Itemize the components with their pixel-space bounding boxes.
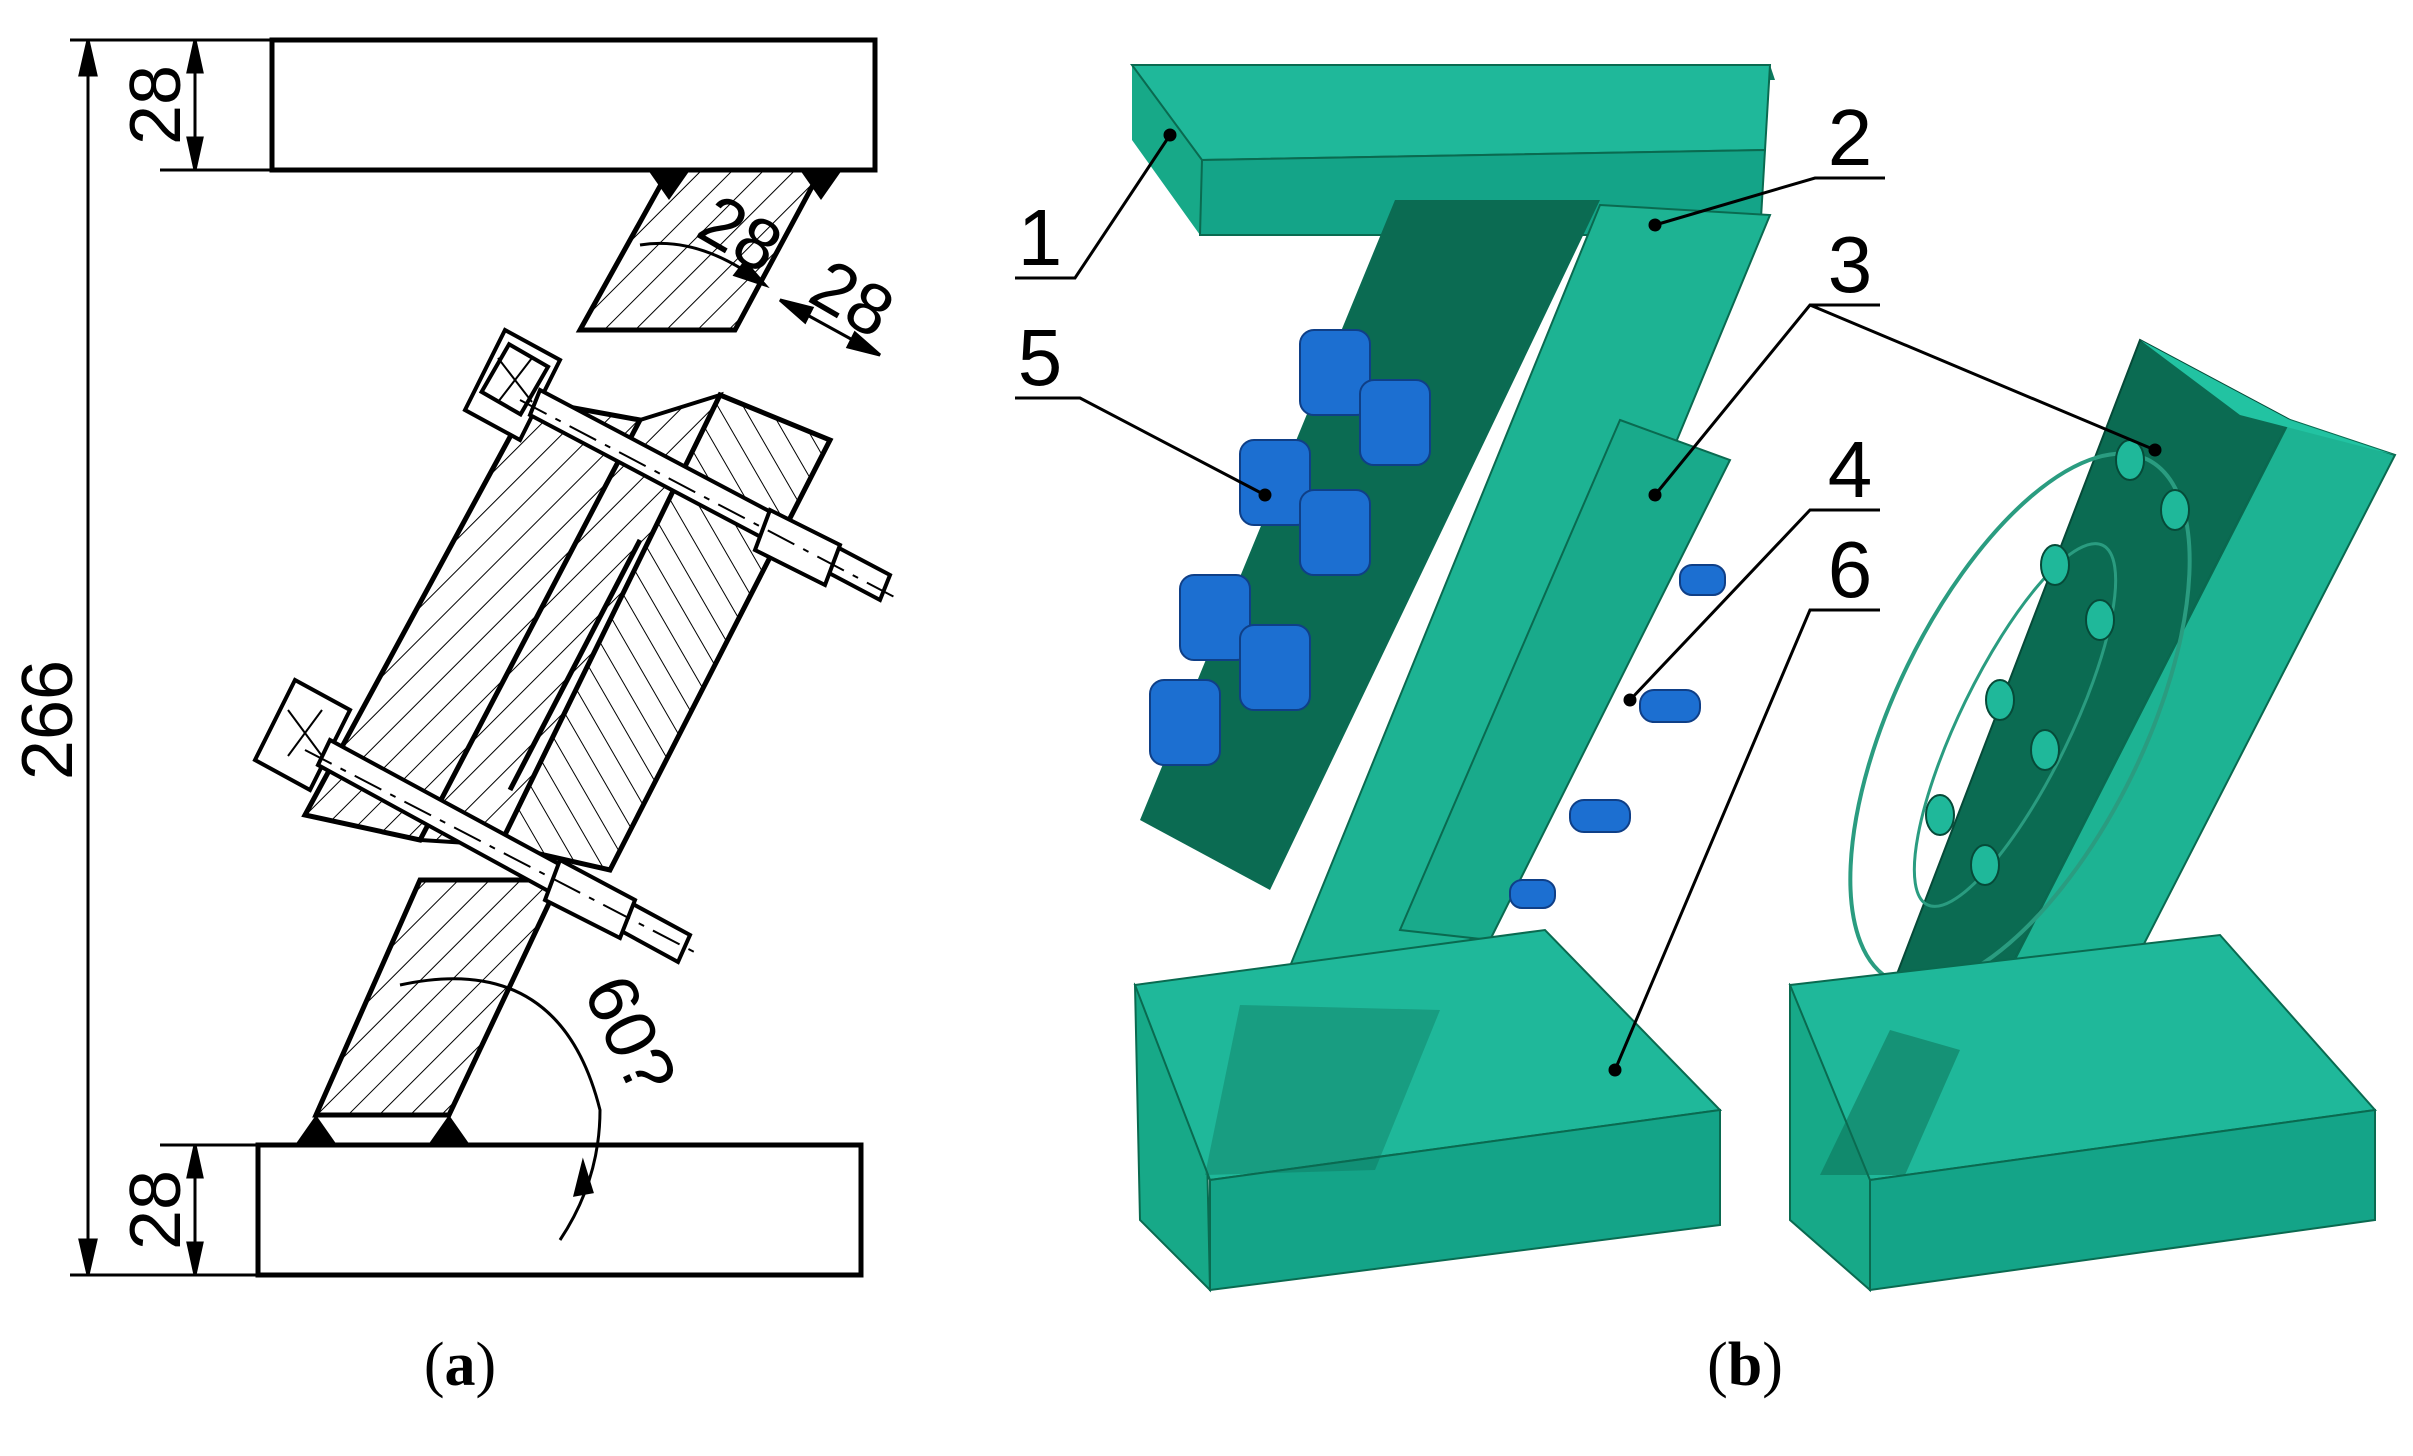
callout-3: 3 bbox=[1828, 220, 1873, 309]
lower-bolt bbox=[252, 677, 701, 965]
bolt-hole bbox=[2040, 544, 2070, 586]
bolt-hole bbox=[2085, 599, 2115, 641]
bolt-hole bbox=[2030, 729, 2060, 771]
single-adherend bbox=[1788, 338, 2397, 1293]
strip-width-dimensions bbox=[639, 241, 881, 357]
upper-bolt bbox=[462, 327, 901, 603]
top-plate-label: 28 bbox=[116, 65, 196, 145]
bolt-head bbox=[1299, 489, 1371, 576]
top-block bbox=[1130, 64, 1772, 162]
bolt-tail bbox=[1639, 689, 1701, 723]
bottom-plate bbox=[255, 1142, 864, 1278]
callout-6: 6 bbox=[1828, 525, 1873, 614]
bolt-hole bbox=[2115, 439, 2145, 481]
weld-bottom-right bbox=[428, 1115, 470, 1145]
bolt-tail bbox=[1509, 879, 1556, 909]
angle-dimension bbox=[399, 977, 602, 1241]
callout-line-3b bbox=[1809, 303, 2156, 452]
lower-inclined-strip bbox=[312, 877, 564, 1118]
bolt-hole bbox=[2160, 489, 2190, 531]
callout-line-5 bbox=[1015, 396, 1266, 497]
adhesive-gap bbox=[507, 538, 643, 792]
bolt-hole bbox=[1985, 679, 2015, 721]
callout-2: 2 bbox=[1828, 93, 1873, 182]
panel-a-drawing: 266 28 28 bbox=[8, 37, 907, 1399]
bolt-head bbox=[1359, 379, 1431, 466]
panel-b-model: 1 2 3 4 5 6 (b) bbox=[1015, 64, 2397, 1399]
callout-4: 4 bbox=[1828, 425, 1873, 514]
bolt-head bbox=[1149, 679, 1221, 766]
bolt-heads-group bbox=[1149, 329, 1431, 766]
angle-label: 60? bbox=[568, 964, 691, 1107]
bolt-tail bbox=[1569, 799, 1631, 833]
panel-a-label: (a) bbox=[424, 1331, 496, 1399]
bolt-head bbox=[1179, 574, 1251, 661]
panel-b-label: (b) bbox=[1707, 1331, 1783, 1399]
bottom-plate-label: 28 bbox=[116, 1170, 196, 1250]
callout-line-4 bbox=[1628, 508, 1880, 702]
weld-bottom-left bbox=[295, 1115, 337, 1145]
bolt-head bbox=[1299, 329, 1371, 416]
callout-line-6 bbox=[1613, 608, 1880, 1071]
bolt-hole bbox=[1925, 794, 1955, 836]
bolt-tails-group bbox=[1509, 564, 1726, 909]
callout-line-2 bbox=[1654, 176, 1885, 227]
callout-1: 1 bbox=[1018, 193, 1063, 282]
bolt-hole bbox=[1970, 844, 2000, 886]
strip-width-label-2: 28 bbox=[797, 245, 906, 354]
callout-lines bbox=[1015, 128, 2162, 1077]
adhesive-inner-outline bbox=[1912, 542, 2118, 908]
assembled-specimen bbox=[1130, 64, 1775, 1293]
callout-line-1 bbox=[1015, 134, 1172, 280]
bottom-plate-dimension bbox=[160, 1143, 258, 1276]
top-plate bbox=[269, 37, 878, 173]
bolt-holes-group bbox=[1925, 439, 2190, 886]
total-height-label: 266 bbox=[8, 660, 88, 780]
bolt-tail bbox=[1679, 564, 1726, 596]
bolt-head bbox=[1239, 624, 1311, 711]
callout-5: 5 bbox=[1018, 313, 1063, 402]
top-plate-dimension bbox=[160, 39, 272, 172]
total-height-dimension bbox=[70, 38, 270, 1277]
